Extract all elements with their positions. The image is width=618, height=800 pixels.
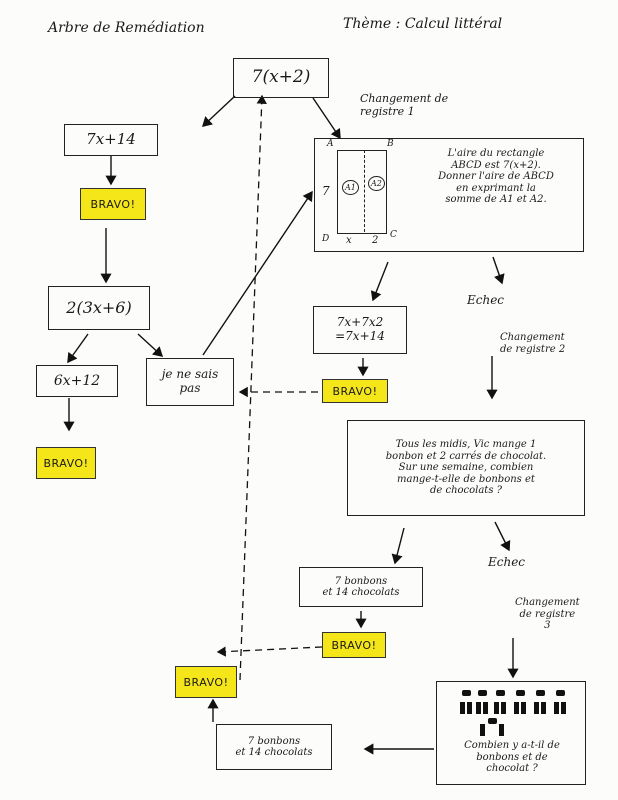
arrow-word-to-echec2 xyxy=(494,521,511,552)
chocolate-icon xyxy=(541,702,546,714)
chocolate-icon xyxy=(460,702,465,714)
corner-b: B xyxy=(387,139,394,149)
arrow-word-to-answer xyxy=(391,527,405,565)
header-title: Arbre de Remédiation xyxy=(48,20,205,36)
arrow-root-to-geo xyxy=(312,97,341,140)
arrow-nsp-to-geo xyxy=(202,190,313,356)
chocolate-icon xyxy=(494,702,499,714)
factored-expression: 2(3x+6) xyxy=(48,286,150,330)
arrow-geo-to-answer xyxy=(370,261,389,302)
developed-expression-2: 6x+12 xyxy=(36,365,118,397)
picture-answer-box: 7 bonbons et 14 chocolats xyxy=(216,724,332,770)
word-answer-box: 7 bonbons et 14 chocolats xyxy=(299,567,423,607)
dashed-bravo2-to-left xyxy=(216,646,323,657)
dashed-return-root xyxy=(239,94,267,681)
chocolate-icon xyxy=(499,724,504,736)
echec-1-label: Echec xyxy=(467,293,505,307)
bravo-badge-5: BRAVO! xyxy=(175,666,237,698)
header-theme: Thème : Calcul littéral xyxy=(343,16,503,32)
chocolate-icon xyxy=(561,702,566,714)
candy-icon xyxy=(536,690,545,696)
candy-icon xyxy=(488,718,497,724)
arrow-facto-to-nsp xyxy=(137,333,164,357)
chocolate-icon xyxy=(483,702,488,714)
picture-problem-text: Combien y a-t-il de bonbons et de chocol… xyxy=(464,740,560,774)
candy-icon xyxy=(496,690,505,696)
width-x-label: x xyxy=(346,235,352,246)
arrow-root-to-dev xyxy=(201,95,236,127)
change-register-3-label: Changement de registre 3 xyxy=(515,597,580,631)
corner-d: D xyxy=(322,234,330,244)
rectangle-problem-text: L'aire du rectangle ABCD est 7(x+2). Don… xyxy=(438,148,554,205)
rectangle-problem-box xyxy=(314,138,584,252)
chocolate-icon xyxy=(501,702,506,714)
bravo-badge-1: BRAVO! xyxy=(80,188,146,220)
arrow-facto-to-dev2 xyxy=(67,333,89,364)
candy-icon xyxy=(462,690,471,696)
area-a2-label: A2 xyxy=(368,176,385,192)
rectangle-answer-box: 7x+7x2 =7x+14 xyxy=(313,306,407,354)
rectangle-split-line xyxy=(364,150,365,232)
area-a1-label: A1 xyxy=(342,180,359,196)
chocolate-icon xyxy=(521,702,526,714)
candy-icon xyxy=(478,690,487,696)
developed-expression: 7x+14 xyxy=(64,124,158,156)
rectangle-abcd-figure xyxy=(337,150,387,234)
chocolate-icon xyxy=(467,702,472,714)
chocolate-icon xyxy=(480,724,485,736)
change-register-2-label: Changement de registre 2 xyxy=(500,332,566,355)
candy-icon xyxy=(556,690,565,696)
root-expression: 7(x+2) xyxy=(233,58,329,98)
corner-a: A xyxy=(327,139,334,149)
side-length-label: 7 xyxy=(322,184,330,198)
chocolate-icon xyxy=(534,702,539,714)
dont-know-box: je ne sais pas xyxy=(146,358,234,406)
bravo-badge-2: BRAVO! xyxy=(36,447,96,479)
arrow-geo-to-echec1 xyxy=(492,256,505,285)
candy-icon xyxy=(516,690,525,696)
chocolate-icon xyxy=(554,702,559,714)
corner-c: C xyxy=(390,230,397,240)
chocolate-icon xyxy=(476,702,481,714)
picture-problem-box xyxy=(436,681,586,785)
echec-2-label: Echec xyxy=(488,555,526,569)
change-register-1-label: Changement de registre 1 xyxy=(360,92,449,118)
bravo-badge-4: BRAVO! xyxy=(322,632,386,658)
bravo-badge-3: BRAVO! xyxy=(322,379,388,403)
chocolate-icon xyxy=(514,702,519,714)
width-2-label: 2 xyxy=(372,235,379,246)
word-problem-box: Tous les midis, Vic mange 1 bonbon et 2 … xyxy=(347,420,585,516)
